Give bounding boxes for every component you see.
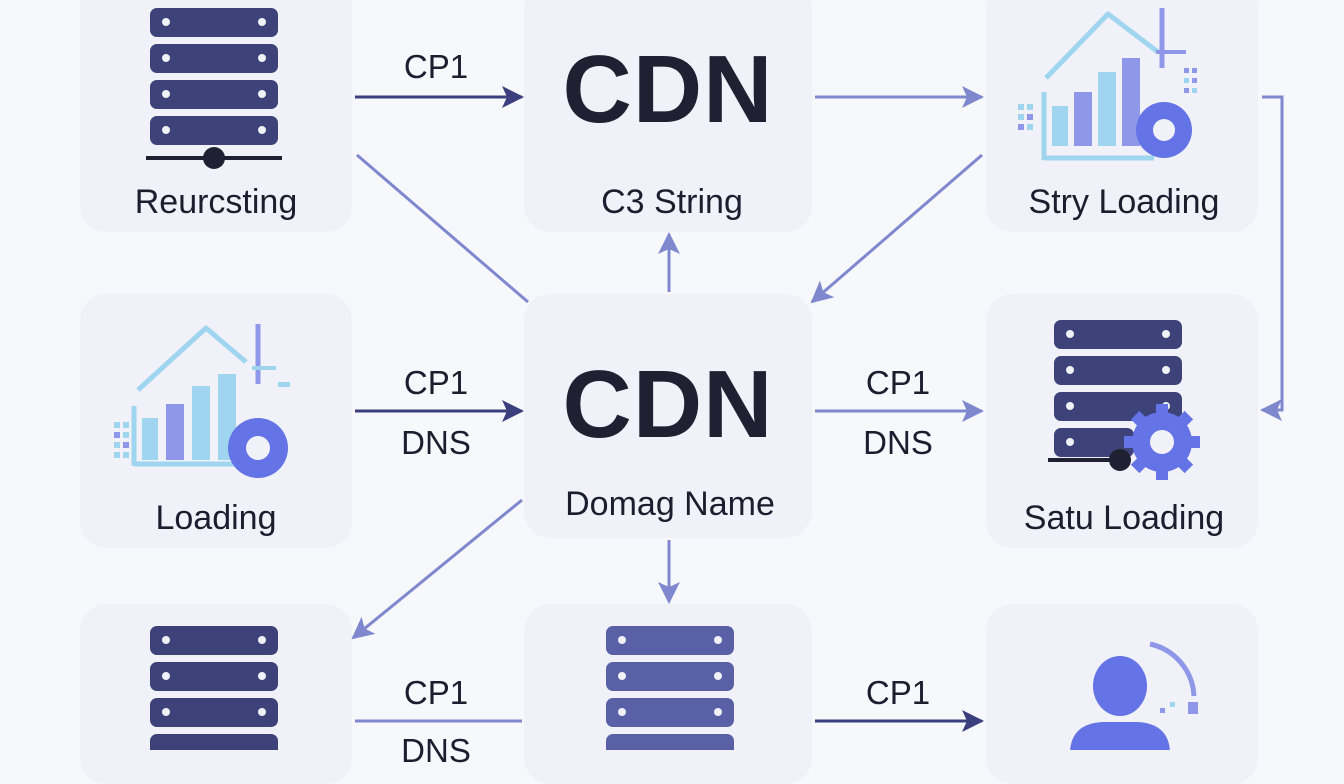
edge-label-bottom-right-protocol: CP1: [865, 674, 931, 711]
diagram-graphics: [114, 8, 1284, 750]
arrow-mid-center-to-bottom-left: [351, 498, 523, 640]
arrow-top-right-to-mid-center: [810, 153, 983, 304]
node-title-top-center: CDN: [562, 36, 774, 143]
edge-label-bottom-left-dns: DNS: [401, 732, 471, 769]
edge-label-mid-right-dns: DNS: [863, 424, 933, 461]
edge-label-mid-left-protocol: CP1: [403, 364, 469, 401]
node-title-mid-center: CDN: [562, 351, 774, 458]
server-rack-icon: [150, 626, 278, 750]
node-label-top-right: Stry Loading: [1028, 183, 1220, 221]
server-rack-gear-icon: [1048, 320, 1200, 480]
node-label-mid-right: Satu Loading: [1023, 499, 1225, 537]
edge-label-mid-right-protocol: CP1: [865, 364, 931, 401]
line-top-left-to-mid-center: [356, 153, 529, 304]
analytics-chart-gear-icon: [114, 324, 290, 478]
node-label-mid-center: Domag Name: [565, 485, 775, 523]
edge-label-bottom-left-protocol: CP1: [403, 674, 469, 711]
user-avatar-icon: [1070, 641, 1198, 750]
node-label-mid-left: Loading: [155, 499, 277, 537]
node-label-top-left: Reurcsting: [134, 183, 298, 221]
analytics-chart-gear-icon: [1018, 8, 1197, 161]
edge-label-top-left-to-top-center: CP1: [403, 48, 469, 85]
server-rack-icon: [606, 626, 734, 750]
node-card-top-center: [524, 0, 812, 232]
node-card-mid-center: [524, 294, 812, 538]
edge-label-mid-left-dns: DNS: [401, 424, 471, 461]
node-label-top-center: C3 String: [601, 183, 743, 221]
arrow-top-right-to-mid-right: [1260, 95, 1284, 421]
server-rack-icon: [146, 8, 282, 169]
cdn-flow-diagram: Reurcsting CDN C3 String Stry Loading Lo…: [114, 0, 1284, 769]
